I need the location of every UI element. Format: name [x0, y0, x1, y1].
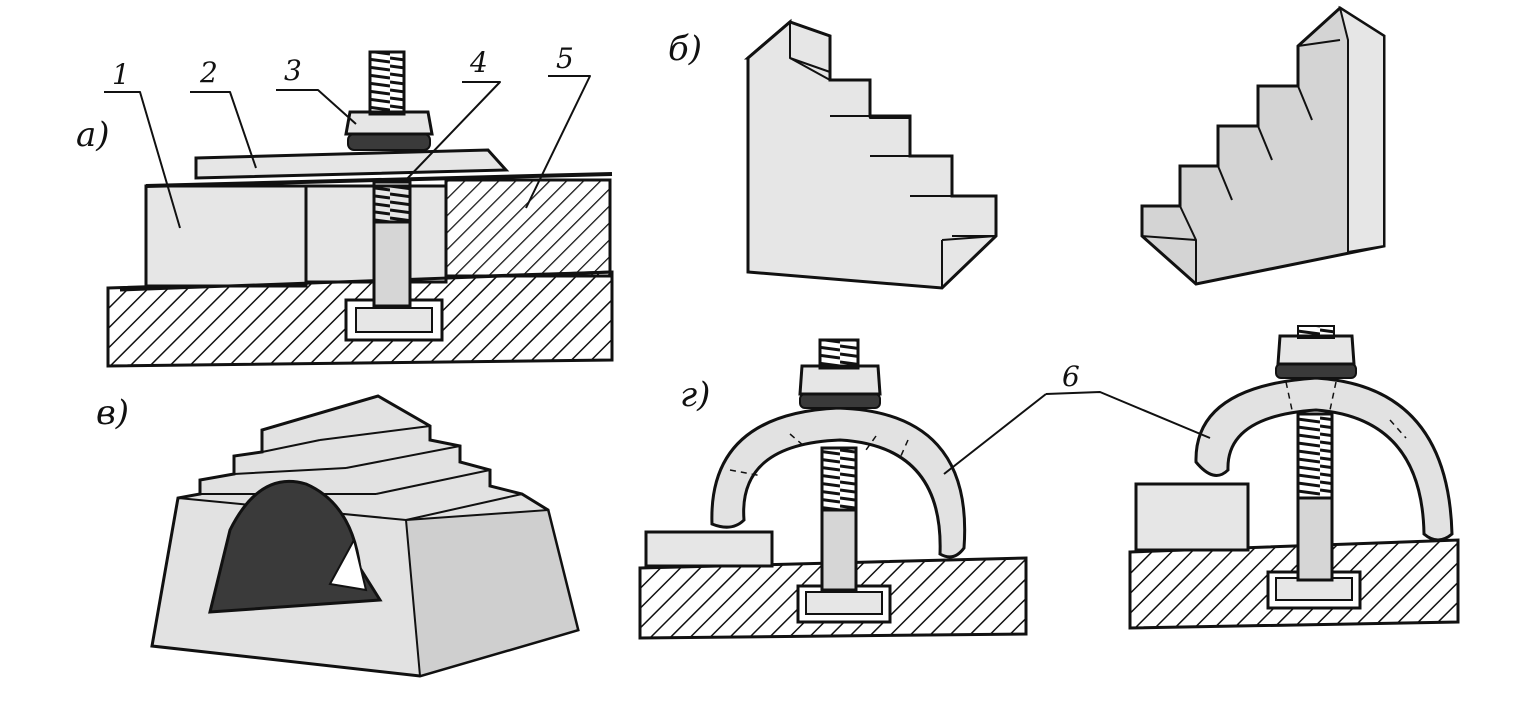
callout-4: 4 [469, 46, 488, 79]
workpiece-5-section [444, 178, 612, 278]
callout-1: 1 [112, 58, 130, 91]
panel-g: г) [638, 325, 1460, 640]
leader-2 [190, 91, 257, 169]
washer-3 [347, 133, 431, 151]
leader-6a [943, 393, 1047, 475]
leader-6b [1045, 391, 1211, 439]
step-block-right [1140, 5, 1386, 286]
workpiece-right [1134, 482, 1250, 552]
arched-step-block [150, 394, 580, 678]
panel-a: а) 1 2 3 4 5 [76, 42, 614, 368]
leader-3 [276, 89, 357, 125]
leader-1 [104, 91, 181, 229]
support-block-1 [144, 184, 308, 288]
clamp-plate-2 [194, 148, 510, 180]
workpiece-left [644, 530, 774, 568]
arched-clamp-right [1128, 325, 1460, 630]
stud-4 [372, 180, 412, 224]
panel-b: б) [668, 5, 1386, 290]
callout-2: 2 [199, 56, 218, 89]
callout-6: 6 [1062, 360, 1080, 393]
panel-a-label: а) [76, 115, 110, 155]
panel-b-label: б) [668, 29, 702, 69]
arched-clamp-left [638, 338, 1028, 640]
panel-v-label: в) [96, 393, 129, 433]
panel-v: в) [96, 393, 580, 678]
callout-5: 5 [556, 42, 574, 75]
leader-5 [525, 75, 591, 209]
leader-4 [403, 81, 501, 183]
callout-3: 3 [284, 54, 302, 87]
panel-g-label: г) [680, 375, 710, 415]
step-block-left [743, 18, 998, 290]
